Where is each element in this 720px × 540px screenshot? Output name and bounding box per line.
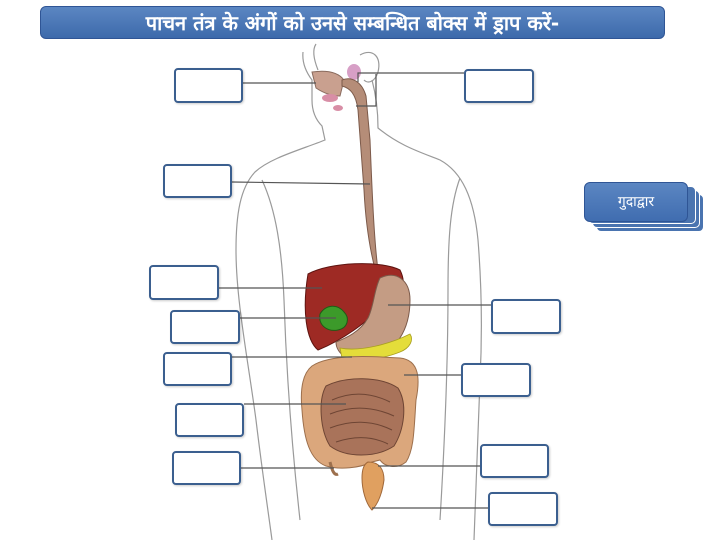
small-intestine-coils bbox=[329, 393, 395, 445]
drop-box-left-3[interactable] bbox=[149, 265, 219, 300]
drop-box-left-5[interactable] bbox=[163, 352, 232, 386]
drop-box-left-6[interactable] bbox=[175, 403, 244, 437]
leader-lines bbox=[219, 72, 491, 509]
appendix bbox=[328, 461, 339, 476]
drop-box-left-4[interactable] bbox=[170, 310, 240, 344]
drop-box-right-1[interactable] bbox=[464, 69, 534, 103]
rectum bbox=[361, 461, 385, 511]
draggable-card-stack[interactable]: गुदाद्वार bbox=[584, 182, 706, 234]
esophagus bbox=[341, 78, 393, 287]
drop-box-left-1[interactable] bbox=[174, 68, 243, 103]
instruction-title: पाचन तंत्र के अंगों को उनसे सम्बन्धित बो… bbox=[40, 6, 665, 39]
draggable-card-anus[interactable]: गुदाद्वार bbox=[584, 182, 688, 222]
drop-box-right-5[interactable] bbox=[488, 492, 558, 526]
drop-box-left-7[interactable] bbox=[172, 451, 241, 485]
mouth-region bbox=[311, 64, 361, 111]
drop-box-right-2[interactable] bbox=[491, 299, 561, 334]
body-outline bbox=[235, 43, 482, 540]
drop-box-right-4[interactable] bbox=[480, 444, 549, 478]
small-intestine bbox=[320, 378, 405, 456]
drop-box-left-2[interactable] bbox=[163, 164, 232, 198]
drop-box-right-3[interactable] bbox=[461, 363, 531, 397]
